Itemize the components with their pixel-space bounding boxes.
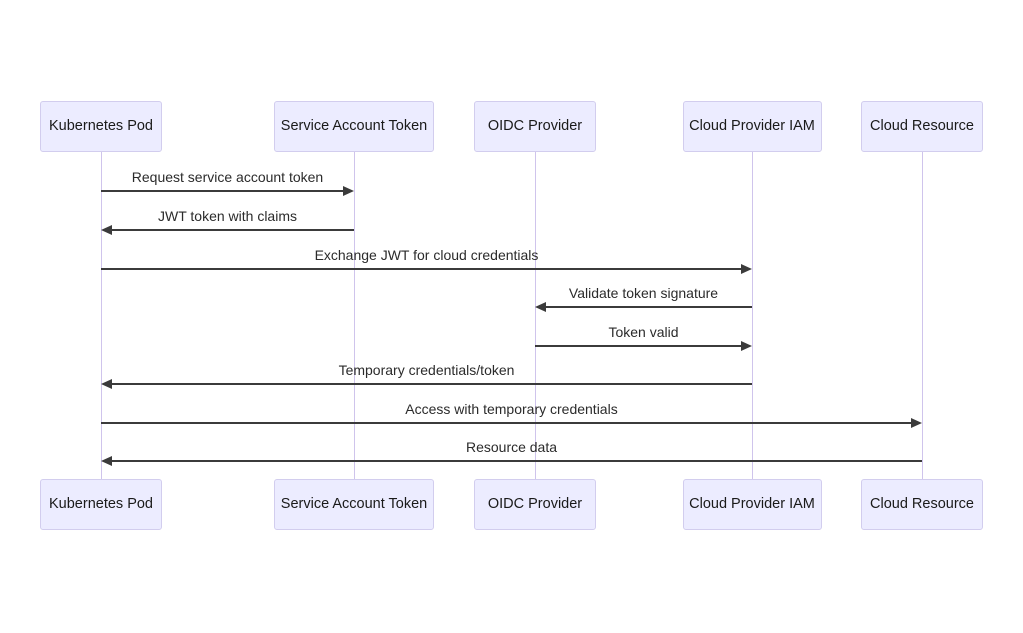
message-line <box>535 345 743 347</box>
actor-label: Service Account Token <box>280 117 428 134</box>
arrowhead <box>101 225 112 235</box>
actor-box-bottom: Cloud Resource <box>861 479 983 530</box>
actor-label: Cloud Provider IAM <box>689 117 815 134</box>
actor-label: Kubernetes Pod <box>49 495 153 512</box>
arrowhead <box>741 341 752 351</box>
message-line <box>101 268 743 270</box>
actor-box-bottom: Kubernetes Pod <box>40 479 162 530</box>
lifeline <box>100 152 102 479</box>
message-line <box>101 190 345 192</box>
arrowhead <box>101 456 112 466</box>
actor-box-top: Cloud Resource <box>861 101 983 152</box>
lifeline <box>921 152 923 479</box>
actor-box-top: Kubernetes Pod <box>40 101 162 152</box>
actor-box-bottom: OIDC Provider <box>474 479 596 530</box>
message-label: JWT token with claims <box>158 208 297 224</box>
arrowhead <box>535 302 546 312</box>
actor-box-top: OIDC Provider <box>474 101 596 152</box>
actor-box-top: Cloud Provider IAM <box>682 101 822 152</box>
message-label: Request service account token <box>131 169 324 185</box>
message-label: Access with temporary credentials <box>405 401 618 417</box>
lifeline <box>353 152 355 479</box>
arrowhead <box>741 264 752 274</box>
actor-label: OIDC Provider <box>487 495 583 512</box>
message-label: Validate token signature <box>568 285 719 301</box>
lifeline <box>534 152 536 479</box>
message-line <box>544 306 752 308</box>
message-label: Exchange JWT for cloud credentials <box>314 247 539 263</box>
actor-label: OIDC Provider <box>487 117 583 134</box>
arrowhead <box>343 186 354 196</box>
arrowhead <box>911 418 922 428</box>
actor-label: Cloud Resource <box>870 495 974 512</box>
message-label: Temporary credentials/token <box>338 362 515 378</box>
actor-box-bottom: Service Account Token <box>274 479 434 530</box>
actor-label: Cloud Resource <box>870 117 974 134</box>
message-line <box>110 460 922 462</box>
actor-label: Cloud Provider IAM <box>689 495 815 512</box>
message-label: Resource data <box>465 439 558 455</box>
actor-label: Kubernetes Pod <box>49 117 153 134</box>
actor-box-top: Service Account Token <box>274 101 434 152</box>
message-line <box>101 422 913 424</box>
message-label: Token valid <box>608 324 679 340</box>
actor-box-bottom: Cloud Provider IAM <box>682 479 822 530</box>
message-line <box>110 383 752 385</box>
actor-label: Service Account Token <box>280 495 428 512</box>
arrowhead <box>101 379 112 389</box>
message-line <box>110 229 354 231</box>
lifeline <box>751 152 753 479</box>
